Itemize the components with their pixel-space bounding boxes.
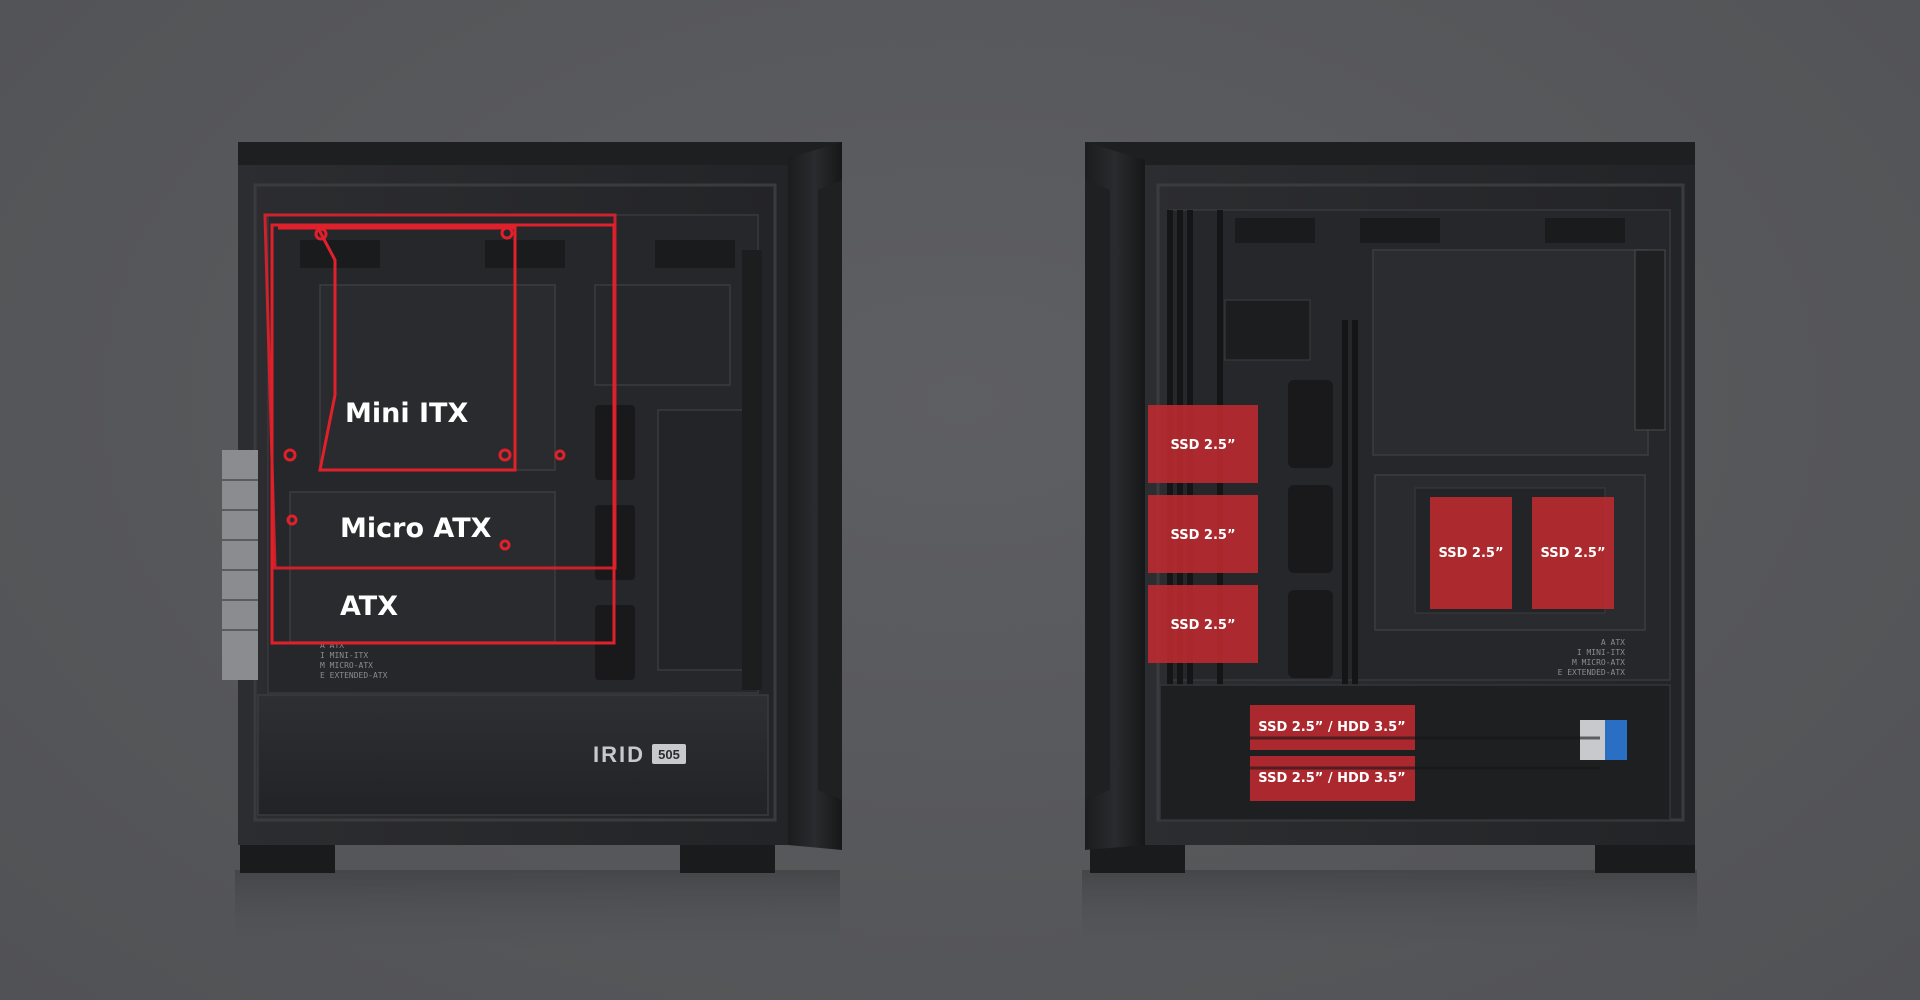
expansion-slots (222, 450, 258, 680)
bay-label-hdd-bottom-1: SSD 2.5” / HDD 3.5” (1258, 720, 1405, 735)
right-fan-area (657, 409, 754, 671)
label-micro-atx: Micro ATX (340, 513, 492, 544)
model-badge: 505 (658, 747, 680, 762)
mini-itx-outline (278, 226, 517, 472)
bay-ssd-center-2 (1532, 497, 1614, 609)
standoff-legend-1: A ATX (320, 641, 344, 650)
bay-hdd-bottom-2 (1250, 756, 1415, 801)
bay-label-ssd-left-2: SSD 2.5” (1170, 528, 1235, 543)
bay-hdd-bottom-1 (1250, 705, 1415, 750)
brand-logo: IRID (593, 742, 645, 767)
rear-fan (1634, 249, 1666, 431)
bay-ssd-left-1 (1148, 405, 1258, 483)
right-case: A ATX I MINI-ITX M MICRO-ATX E EXTENDED-… (1082, 142, 1697, 960)
mirrored-legend-1: A ATX (1601, 638, 1625, 647)
bay-label-ssd-left-1: SSD 2.5” (1170, 438, 1235, 453)
connector-block (1580, 720, 1605, 760)
psu-shroud (257, 694, 769, 816)
left-top-vent-2 (485, 240, 565, 268)
mirrored-legend-2: I MINI-ITX (1577, 648, 1625, 657)
usb-header (1605, 720, 1627, 760)
left-top-vent-1 (300, 240, 380, 268)
right-front-vent (1085, 180, 1110, 800)
right-top-lid (1085, 142, 1695, 168)
label-atx: ATX (340, 591, 398, 622)
micro-atx-outline (263, 213, 617, 570)
back-grommet-3 (1288, 590, 1333, 678)
left-top-lid (238, 142, 842, 168)
bay-label-ssd-center-1: SSD 2.5” (1438, 546, 1503, 561)
drive-bays (1148, 405, 1614, 801)
fan-hub (1224, 299, 1311, 361)
right-top-vent-2 (1360, 218, 1440, 243)
standoff-legend-2: I MINI-ITX (320, 651, 368, 660)
bay-ssd-left-3 (1148, 585, 1258, 663)
upper-right-panel (594, 284, 731, 386)
label-mini-itx: Mini ITX (345, 398, 468, 429)
bay-ssd-left-2 (1148, 495, 1258, 573)
front-fans (742, 250, 762, 690)
standoff-legend-3: M MICRO-ATX (320, 661, 373, 670)
right-top-vent-1 (1235, 218, 1315, 243)
mirrored-legend-4: E EXTENDED-ATX (1558, 668, 1626, 677)
right-case-reflection (1082, 870, 1697, 960)
form-factor-outlines (263, 213, 617, 645)
model-badge-bg (652, 744, 686, 764)
right-top-vent-3 (1545, 218, 1625, 243)
cpu-cutout (319, 284, 556, 471)
bay-ssd-center-1 (1430, 497, 1512, 609)
left-front-vent (818, 180, 842, 800)
back-grommet-2 (1288, 485, 1333, 573)
left-top-vent-3 (655, 240, 735, 268)
cpu-backplate-cutout (1372, 249, 1649, 456)
mirrored-legend-3: M MICRO-ATX (1572, 658, 1625, 667)
left-case-reflection (235, 870, 840, 960)
bay-label-ssd-center-2: SSD 2.5” (1540, 546, 1605, 561)
bay-label-hdd-bottom-2: SSD 2.5” / HDD 3.5” (1258, 771, 1405, 786)
bay-label-ssd-left-3: SSD 2.5” (1170, 618, 1235, 633)
standoff-legend-4: E EXTENDED-ATX (320, 671, 388, 680)
back-grommet-1 (1288, 380, 1333, 468)
left-case: IRID 505 A ATX I MINI-ITX M MICRO-ATX E … (222, 142, 842, 960)
